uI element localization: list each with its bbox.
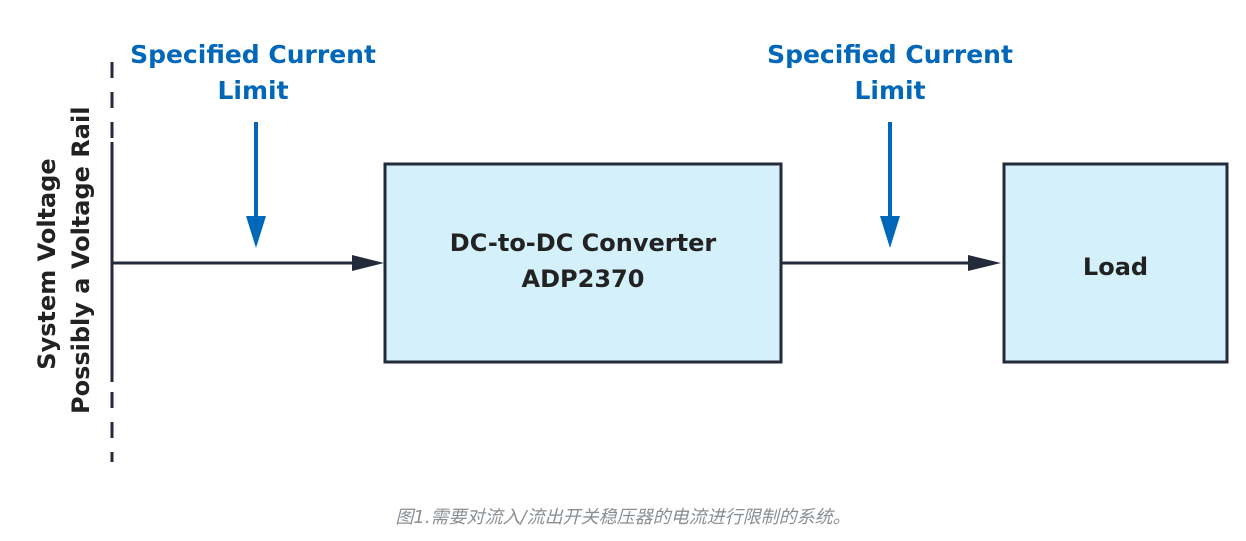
converter-label-line2: ADP2370 bbox=[521, 265, 645, 293]
right-current-limit-line1: Specified Current bbox=[767, 40, 1013, 69]
system-voltage-line2: Possibly a Voltage Rail bbox=[67, 106, 95, 414]
figure-caption: 图1.需要对流入/流出开关稳压器的电流进行限制的系统。 bbox=[395, 507, 851, 528]
system-voltage-label: System Voltage Possibly a Voltage Rail bbox=[30, 106, 98, 414]
left-limit-arrow-head bbox=[246, 216, 266, 248]
right-limit-arrow-head bbox=[880, 216, 900, 248]
right-current-limit-line2: Limit bbox=[854, 76, 926, 105]
right-current-limit-label: Specified Current Limit bbox=[740, 37, 1040, 109]
load-box bbox=[1002, 162, 1229, 364]
left-current-limit-line2: Limit bbox=[217, 76, 289, 105]
left-current-limit-line1: Specified Current bbox=[130, 40, 376, 69]
converter-label-line1: DC-to-DC Converter bbox=[449, 229, 717, 257]
arrowhead-to-load bbox=[968, 255, 1001, 271]
arrowhead-to-converter bbox=[352, 255, 384, 271]
left-current-limit-label: Specified Current Limit bbox=[103, 37, 403, 109]
converter-box bbox=[383, 162, 783, 364]
converter-label: DC-to-DC Converter ADP2370 bbox=[385, 225, 781, 297]
system-voltage-line1: System Voltage bbox=[33, 158, 61, 370]
load-label: Load bbox=[1082, 253, 1149, 281]
